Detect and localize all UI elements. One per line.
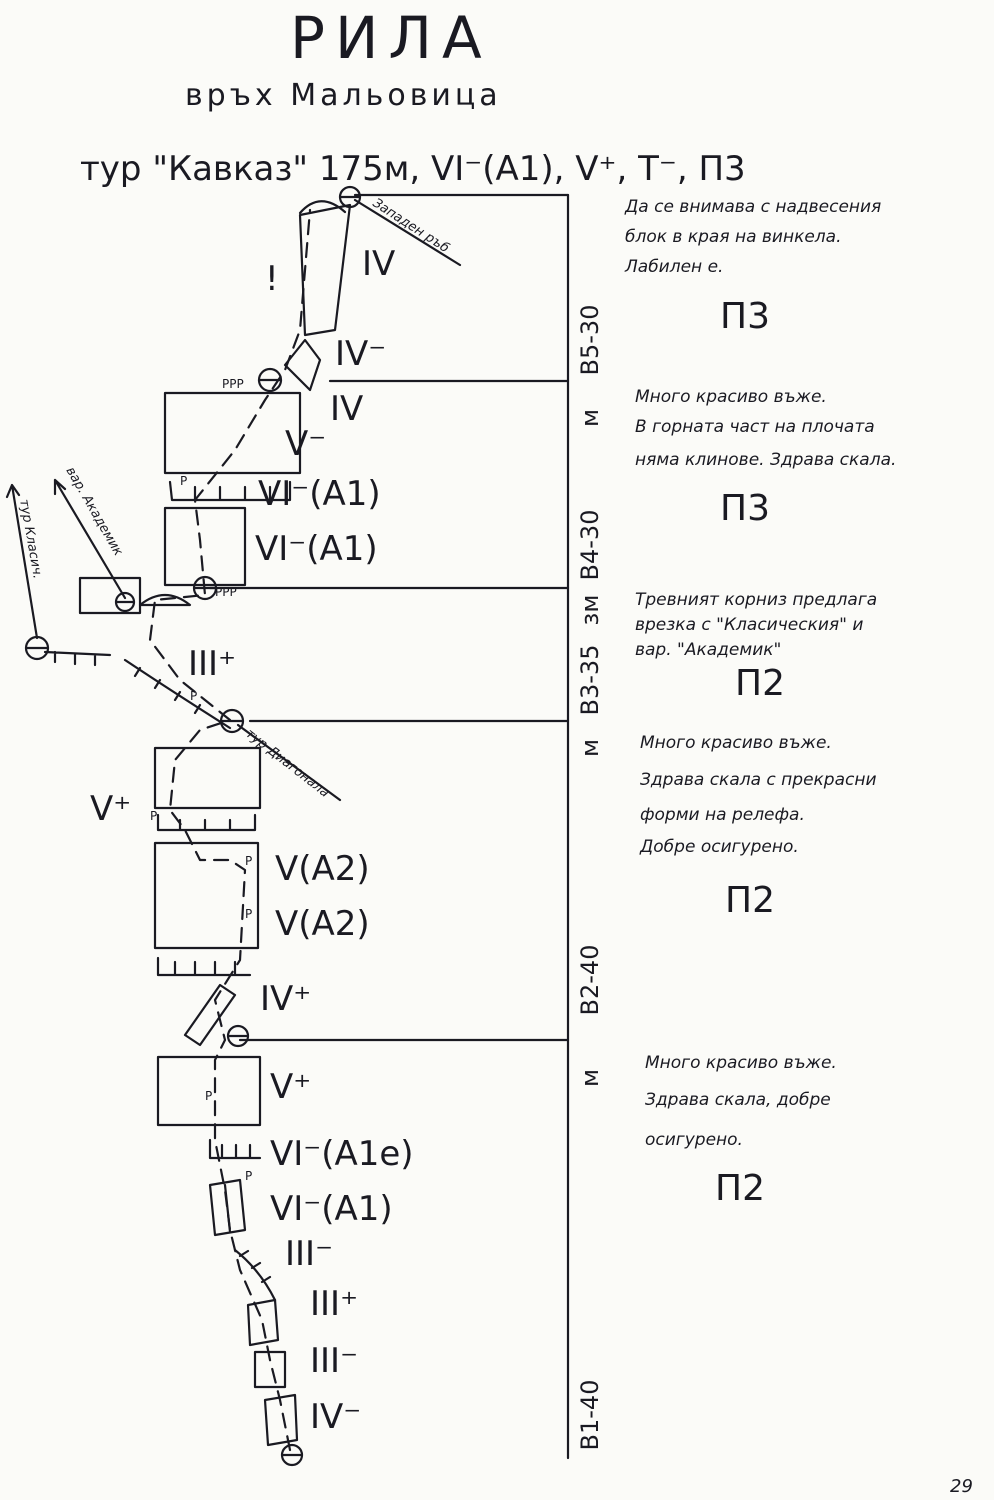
svg-text:П3: П3 — [720, 488, 770, 529]
piton-marker: P — [180, 474, 187, 488]
piton-marker: P — [245, 907, 252, 921]
rope-label: В2-40 — [576, 945, 604, 1016]
svg-text:В горната част на плочата: В горната част на плочата — [635, 417, 875, 437]
rope-label: В1-40 — [576, 1380, 604, 1451]
rope-type: зм — [576, 595, 604, 626]
svg-text:VI⁻(A1): VI⁻(A1) — [255, 529, 378, 569]
route-arrows — [5, 198, 462, 802]
svg-text:Лабилен е.: Лабилен е. — [624, 257, 723, 277]
svg-text:IV⁻: IV⁻ — [310, 1397, 361, 1437]
svg-text:V⁻: V⁻ — [285, 424, 326, 464]
svg-text:V(A2): V(A2) — [275, 849, 370, 889]
svg-text:IV⁻: IV⁻ — [335, 334, 386, 374]
rope-type: м — [576, 409, 604, 427]
svg-text:III⁺: III⁺ — [310, 1284, 358, 1324]
note-2: Много красиво въже. В горната част на пл… — [635, 387, 896, 529]
note-5: Много красиво въже. Здрава скала, добре … — [645, 1053, 837, 1209]
svg-text:V⁺: V⁺ — [270, 1067, 311, 1107]
svg-text:Тревният корниз предлага: Тревният корниз предлага — [635, 590, 877, 610]
rope-type: м — [576, 739, 604, 757]
svg-text:П2: П2 — [725, 880, 775, 921]
svg-text:форми на релефа.: форми на релефа. — [640, 805, 805, 825]
note-4: Много красиво въже. Здрава скала с прекр… — [639, 733, 877, 921]
route-line — [148, 208, 312, 1452]
svg-text:Добре осигурено.: Добре осигурено. — [639, 837, 799, 857]
note-1: Да се внимава с надвесения блок в края н… — [624, 197, 881, 337]
svg-text:IV⁺: IV⁺ — [260, 979, 311, 1019]
svg-text:IV: IV — [362, 244, 395, 284]
svg-text:Здрава скала, добре: Здрава скала, добре — [645, 1090, 831, 1110]
svg-text:IV: IV — [330, 389, 363, 429]
svg-text:Много красиво въже.: Много красиво въже. — [635, 387, 827, 407]
label-diagonal: тур Диагонала — [243, 726, 332, 800]
title-region: РИЛА — [290, 4, 492, 72]
piton-marker: P — [205, 1089, 212, 1103]
svg-text:вар. "Академик": вар. "Академик" — [635, 640, 781, 660]
svg-text:няма клинове. Здрава скала.: няма клинове. Здрава скала. — [635, 450, 896, 470]
rope-type: м — [576, 1069, 604, 1087]
piton-marker: P — [245, 854, 252, 868]
rope-label: В4-30 — [576, 510, 604, 581]
pitch-grades: IV IV⁻ IV V⁻ VI⁻(A1) VI⁻(A1) III⁺ V⁺ V(A… — [90, 244, 414, 1437]
svg-text:блок в края на винкела.: блок в края на винкела. — [625, 227, 841, 247]
rock-features — [43, 200, 352, 1447]
svg-text:III⁺: III⁺ — [188, 644, 236, 684]
rope-label: В5-30 — [576, 305, 604, 376]
svg-text:VI⁻(A1e): VI⁻(A1e) — [270, 1134, 414, 1174]
svg-text:VI⁻(A1): VI⁻(A1) — [270, 1189, 393, 1229]
warning-marker: ! — [265, 259, 279, 299]
svg-text:Много красиво въже.: Много красиво въже. — [640, 733, 832, 753]
svg-text:III⁻: III⁻ — [310, 1341, 358, 1381]
svg-text:врезка с "Класическия" и: врезка с "Класическия" и — [635, 615, 863, 635]
svg-text:V⁺: V⁺ — [90, 789, 131, 829]
piton-marker: P — [150, 809, 157, 823]
pitons-marker: PPP — [222, 377, 244, 391]
svg-text:П2: П2 — [715, 1168, 765, 1209]
piton-marker: P — [245, 1169, 252, 1183]
svg-text:V(A2): V(A2) — [275, 904, 370, 944]
svg-text:П3: П3 — [720, 296, 770, 337]
belay-stations — [24, 185, 362, 1467]
piton-marker: P — [190, 689, 197, 703]
title-route: тур "Кавказ" 175м, VI⁻(A1), V⁺, T⁻, П3 — [80, 149, 746, 189]
svg-text:Здрава скала с прекрасни: Здрава скала с прекрасни — [640, 770, 877, 790]
note-3: Тревният корниз предлага врезка с "Класи… — [635, 590, 877, 704]
svg-text:Много красиво въже.: Много красиво въже. — [645, 1053, 837, 1073]
pitons-marker: PPP — [215, 585, 237, 599]
page-number: 29 — [950, 1476, 973, 1497]
title-peak: връх Мальовица — [185, 78, 502, 113]
svg-text:Да се внимава с надвесения: Да се внимава с надвесения — [624, 197, 881, 217]
svg-text:осигурено.: осигурено. — [645, 1130, 743, 1150]
rope-label: В3-35 — [576, 645, 604, 716]
svg-text:III⁻: III⁻ — [285, 1234, 333, 1274]
svg-text:VI⁻(A1): VI⁻(A1) — [258, 474, 381, 514]
svg-text:П2: П2 — [735, 663, 785, 704]
